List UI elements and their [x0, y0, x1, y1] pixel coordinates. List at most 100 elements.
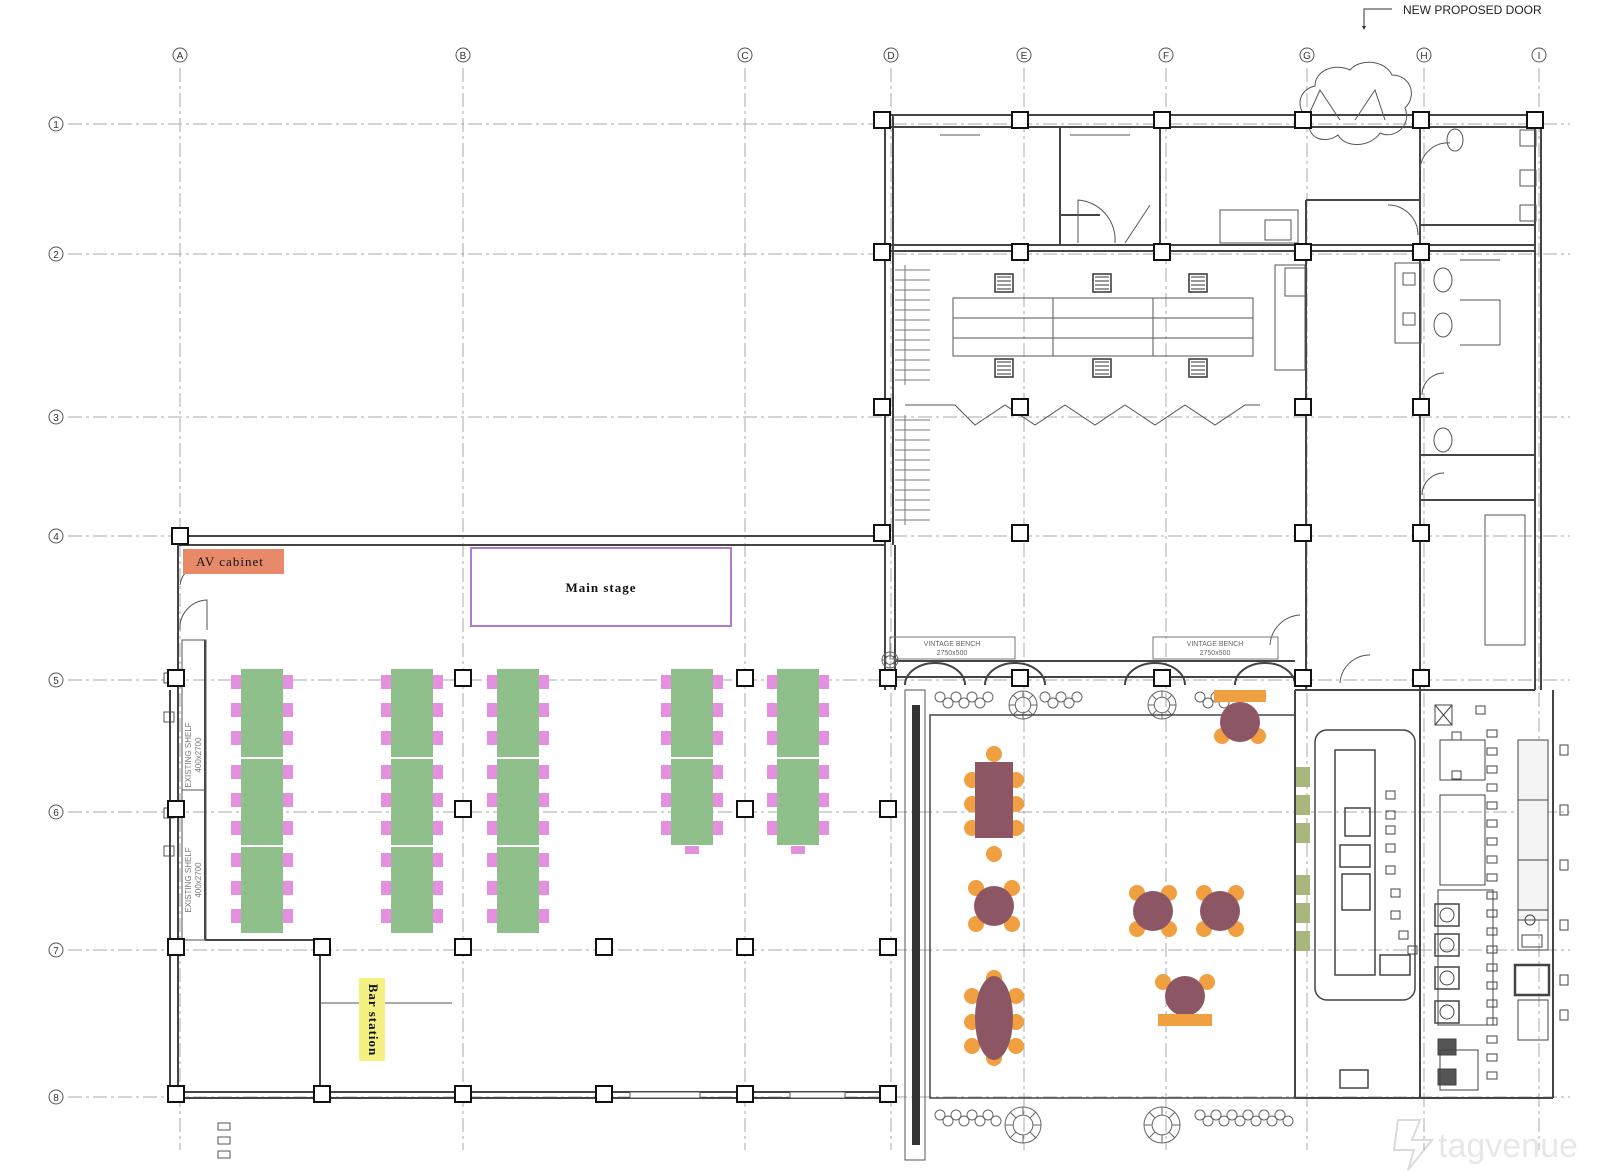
chair [487, 793, 497, 807]
sink-icon [1434, 966, 1460, 990]
small-fixture [1486, 1035, 1498, 1044]
column [1153, 243, 1171, 261]
sink-icon [1434, 1000, 1460, 1024]
rect-table [964, 746, 1024, 862]
shrub-icon [1143, 1106, 1181, 1144]
column [1294, 398, 1312, 416]
column-marker-e: E [1016, 47, 1032, 63]
row-marker-label: 7 [53, 946, 59, 957]
chair [283, 703, 293, 717]
chair [819, 793, 829, 807]
chair [433, 731, 443, 745]
column-marker-g: G [1299, 47, 1315, 63]
equipment-icon [1437, 1038, 1457, 1056]
chair [433, 881, 443, 895]
small-fixture [1559, 744, 1569, 756]
chair [819, 703, 829, 717]
planters [881, 651, 1294, 1161]
equipment-icon [1437, 1068, 1457, 1086]
chair [819, 675, 829, 689]
banquet-table [391, 847, 433, 933]
table-top [1133, 891, 1173, 931]
column [454, 938, 472, 956]
chair [661, 793, 671, 807]
column [879, 669, 897, 687]
chair [283, 821, 293, 835]
chair [819, 731, 829, 745]
column [454, 669, 472, 687]
column-marker-f: F [1158, 47, 1174, 63]
column [1294, 243, 1312, 261]
column-marker-label: E [1021, 51, 1028, 62]
equipment-icon [1385, 825, 1396, 835]
row-marker-7: 7 [48, 942, 64, 958]
shelf-2-size: 400x2700 [194, 862, 203, 898]
row-marker-8: 8 [48, 1089, 64, 1105]
chair [231, 703, 241, 717]
column [1412, 398, 1430, 416]
courtyard-floor [929, 714, 1296, 1099]
column [1153, 669, 1171, 687]
column-marker-a: A [172, 47, 188, 63]
table-top [974, 886, 1014, 926]
watermark-text: tagvenue [1438, 1127, 1578, 1165]
equipment-icon [1385, 843, 1396, 853]
shelf-1-label: EXISTING SHELF [184, 722, 193, 787]
small-fixture [1559, 919, 1569, 931]
walls [169, 114, 1554, 1099]
column-marker-label: B [460, 51, 467, 62]
column [873, 398, 891, 416]
chair [487, 765, 497, 779]
doors [179, 88, 1451, 684]
column [736, 1085, 754, 1103]
banquet-table [497, 669, 539, 757]
column [595, 938, 613, 956]
small-fixture [1559, 974, 1569, 986]
chair [539, 765, 549, 779]
chair [381, 675, 391, 689]
column [167, 669, 185, 687]
chair-icon [1092, 358, 1112, 378]
shrub-icon [881, 651, 899, 669]
column [873, 524, 891, 542]
round-table [1155, 974, 1215, 1016]
small-fixture [1486, 837, 1498, 846]
chair [661, 731, 671, 745]
chair [767, 821, 777, 835]
column [167, 938, 185, 956]
counter-stool [1296, 795, 1310, 815]
column [1412, 243, 1430, 261]
counter-stool [1296, 767, 1310, 787]
chair-icon [994, 358, 1014, 378]
column-marker-c: C [737, 47, 753, 63]
courtyard-tables [964, 690, 1266, 1066]
banquet-table [671, 759, 713, 845]
counter-stool [1296, 875, 1310, 895]
small-fixture [1486, 1053, 1498, 1062]
column [1412, 669, 1430, 687]
column [313, 1085, 331, 1103]
table-top [975, 762, 1013, 838]
chair [433, 909, 443, 923]
small-fixture [1486, 855, 1498, 864]
courtyard-arches [895, 660, 1296, 686]
chair [487, 821, 497, 835]
column [1011, 243, 1029, 261]
row-marker-5: 5 [48, 672, 64, 688]
column-marker-label: G [1303, 51, 1311, 62]
bar-station: Bar station [359, 978, 385, 1061]
bench [1158, 1014, 1212, 1026]
av-cabinet: AV cabinet [183, 549, 284, 574]
upper-chairs [994, 273, 1208, 378]
chair [713, 675, 723, 689]
chair [539, 793, 549, 807]
chair [539, 881, 549, 895]
kitchen-right [1434, 704, 1551, 1091]
chair [1008, 988, 1024, 1004]
column [1412, 524, 1430, 542]
equipment-icon [1390, 888, 1401, 898]
chair [381, 793, 391, 807]
chair [713, 793, 723, 807]
column-marker-label: C [741, 51, 748, 62]
